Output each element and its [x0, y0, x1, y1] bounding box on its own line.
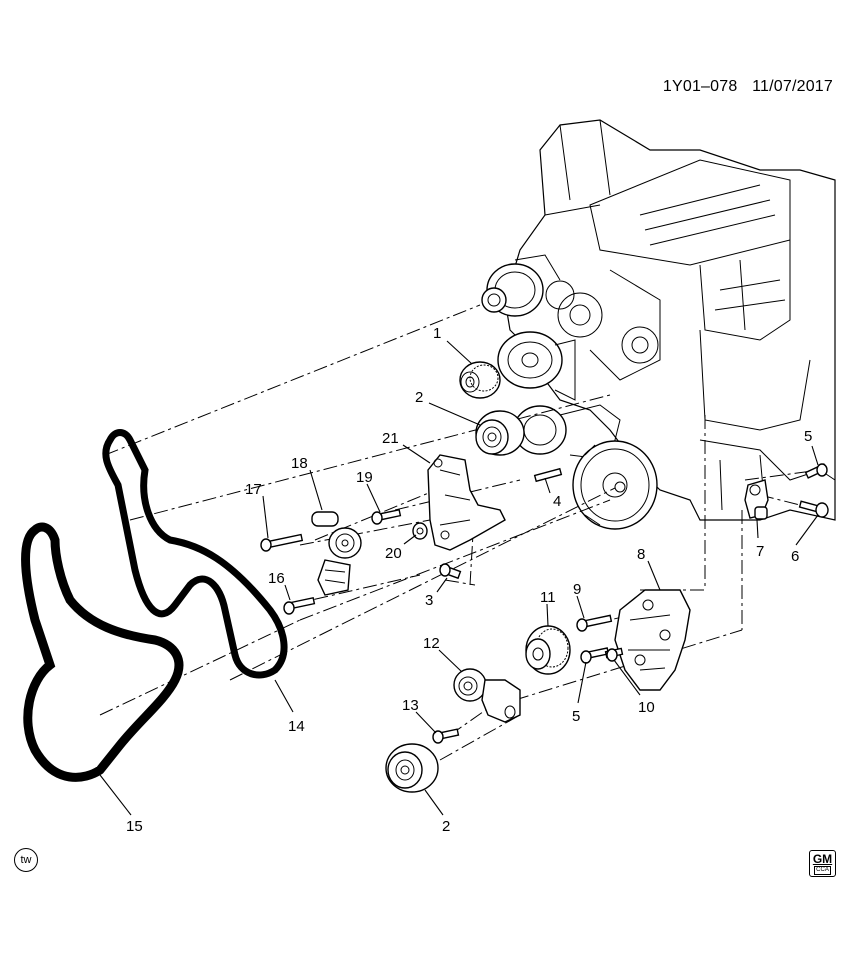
callout-18: 18	[291, 455, 308, 472]
callout-20: 20	[385, 545, 402, 562]
part-11-grooved-pulley	[525, 625, 571, 675]
callout-labels: 1 2 21 18 19 17 20 4 3 16 5 6 7 8 9 11 1…	[126, 325, 812, 835]
part-19-bolt	[371, 508, 402, 525]
callout-1: 1	[433, 325, 441, 342]
part-20-nut	[412, 522, 428, 540]
tw-badge-label: tw	[20, 854, 32, 866]
gm-logo-icon: GM CCA	[809, 850, 836, 877]
callout-5-lower: 5	[572, 708, 580, 725]
callout-9: 9	[573, 581, 581, 598]
part-7-bracket	[744, 479, 769, 520]
tw-circle-icon: tw	[14, 848, 38, 872]
diagram-date: 11/07/2017	[752, 78, 833, 95]
part-5-bolt-upper	[804, 463, 828, 479]
callout-12: 12	[423, 635, 440, 652]
belt-14	[102, 429, 288, 679]
part-1-grooved-pulley	[459, 361, 501, 399]
part-13-bolt	[432, 728, 460, 744]
part-9-bolt	[576, 614, 613, 632]
callout-2-lower: 2	[442, 818, 450, 835]
gm-logo-letters: GM	[812, 851, 833, 866]
callout-21: 21	[382, 430, 399, 447]
belt-15	[21, 522, 184, 782]
callout-3: 3	[425, 592, 433, 609]
callout-4: 4	[553, 493, 561, 510]
part-4-stud	[533, 467, 563, 483]
gm-logo-sub: CCA	[814, 865, 831, 875]
part-18-tensioner	[311, 511, 362, 596]
callout-2-upper: 2	[415, 389, 423, 406]
callout-7: 7	[756, 543, 764, 560]
part-5-bolt-lower	[580, 647, 610, 664]
callout-5-upper: 5	[804, 428, 812, 445]
callout-19: 19	[356, 469, 373, 486]
callout-8: 8	[637, 546, 645, 563]
part-2-idler-pulley-upper	[475, 410, 525, 456]
part-17-bolt	[260, 533, 304, 552]
callout-16: 16	[268, 570, 285, 587]
callout-15: 15	[126, 818, 143, 835]
callout-17: 17	[245, 481, 262, 498]
part-21-bracket	[427, 454, 506, 551]
part-16-bolt	[283, 596, 316, 615]
part-10-stud	[604, 647, 624, 662]
part-6-bolt	[798, 500, 829, 518]
diagram-id: 1Y01–078	[662, 78, 738, 95]
callout-10: 10	[638, 699, 655, 716]
part-3-bolt	[439, 563, 462, 580]
part-2-idler-pulley-lower	[385, 743, 439, 793]
callout-13: 13	[402, 697, 419, 714]
callout-14: 14	[288, 718, 305, 735]
callout-11: 11	[540, 589, 556, 606]
engine-assembly	[481, 119, 836, 530]
callout-6: 6	[791, 548, 799, 565]
part-8-mounting-bracket	[614, 589, 691, 691]
part-12-tensioner	[453, 668, 521, 723]
leader-lines	[99, 340, 819, 816]
diagram-header: 1Y01–078 11/07/2017	[663, 78, 833, 96]
